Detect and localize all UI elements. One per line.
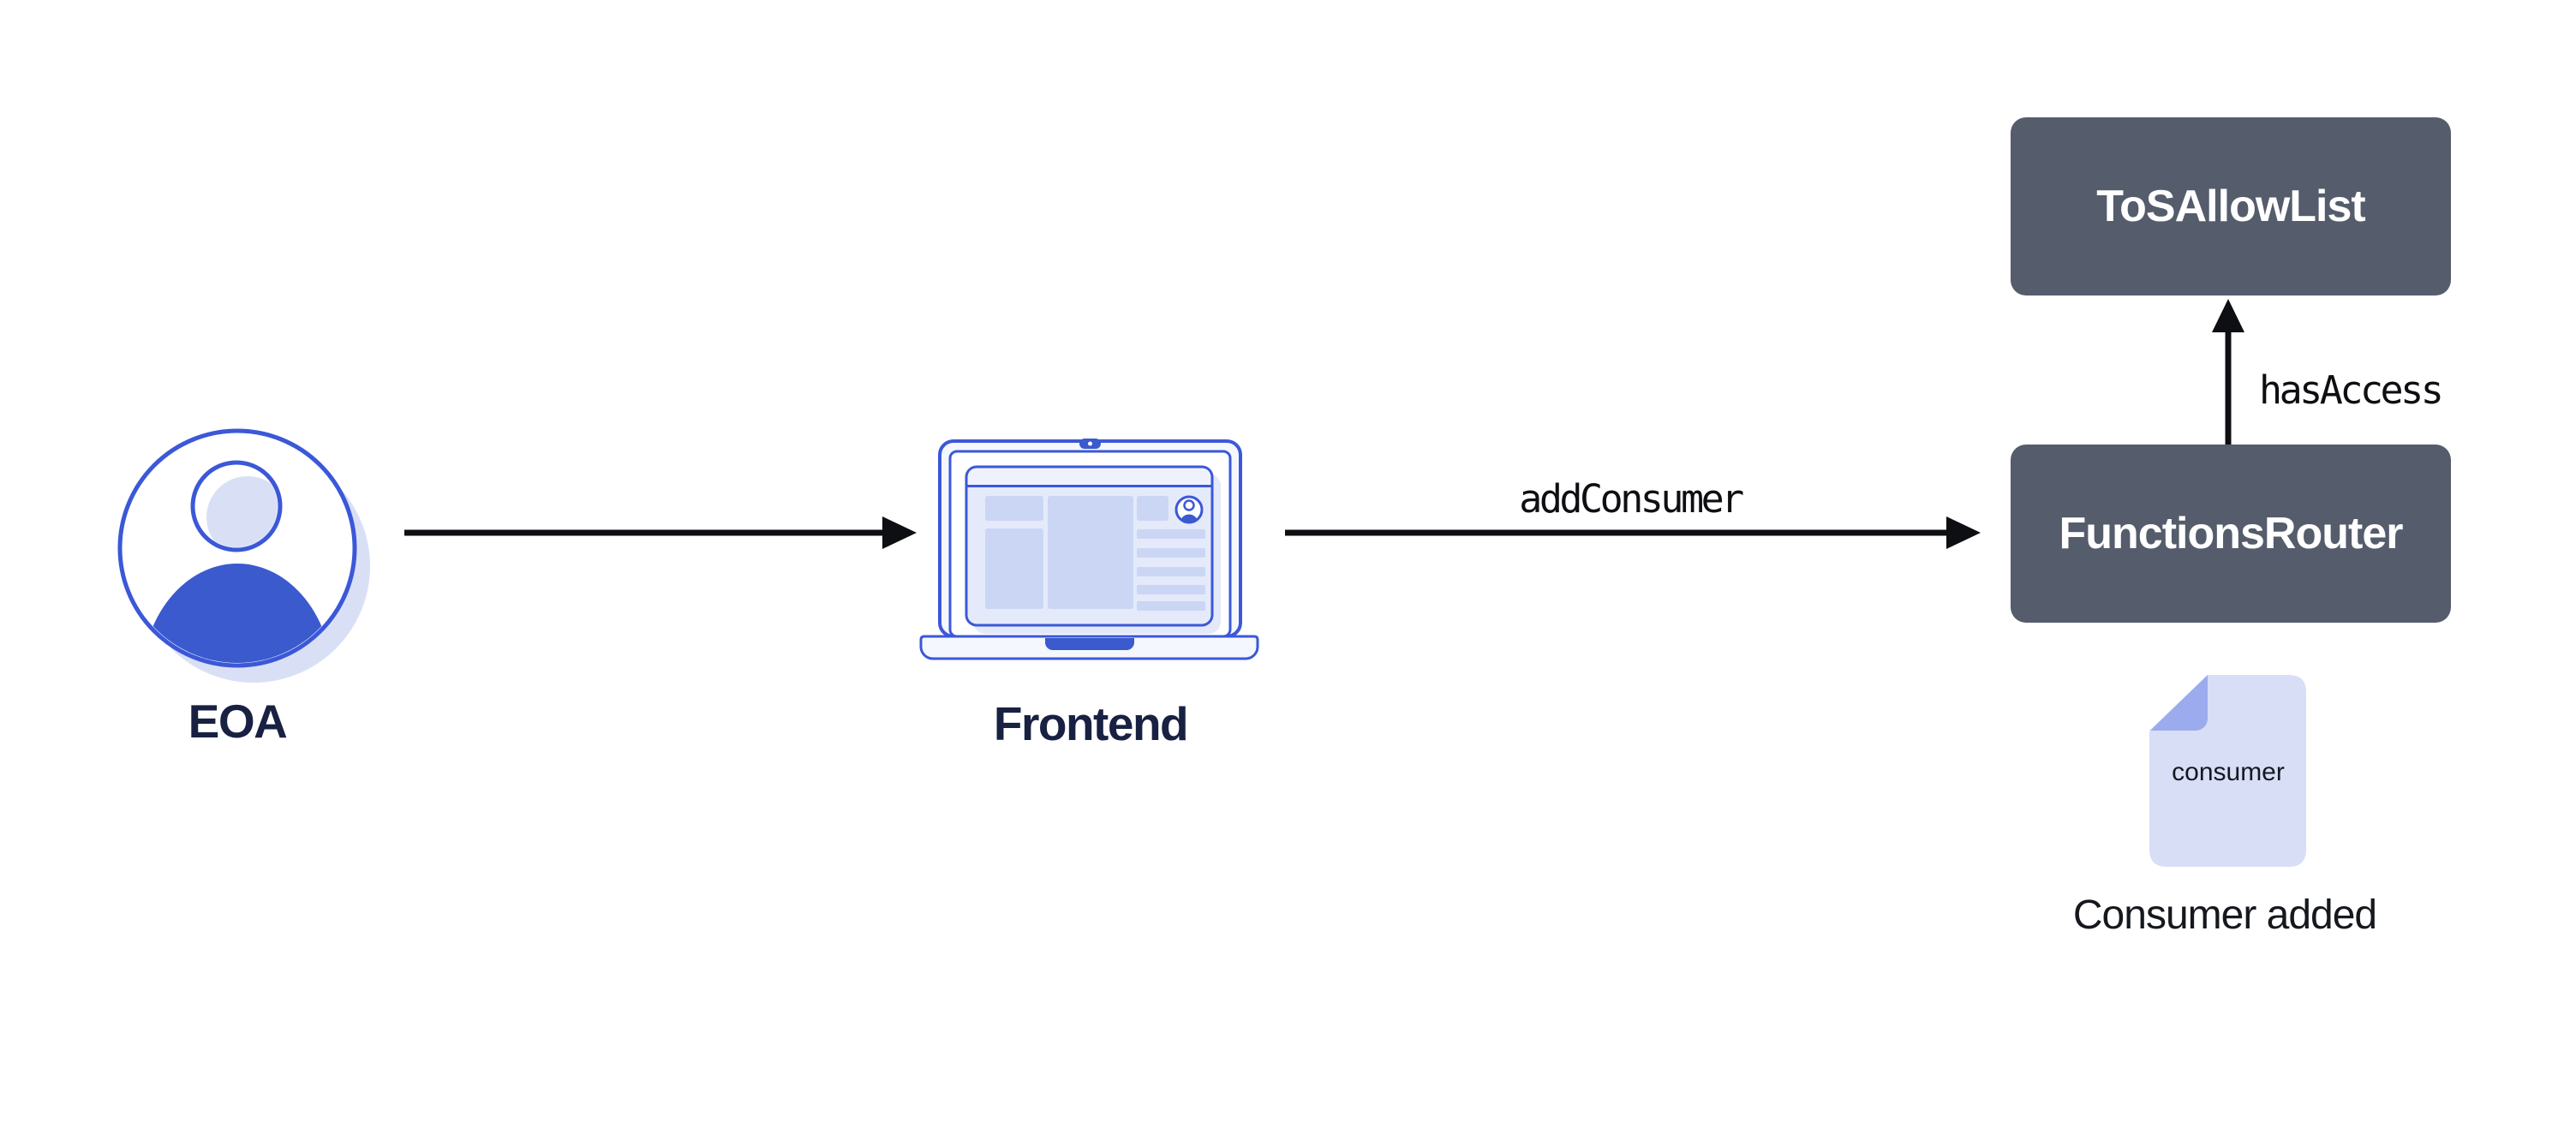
hasaccess-arrow-label: hasAccess (2259, 367, 2444, 413)
skeleton-block (1048, 496, 1133, 609)
skeleton-block (985, 528, 1043, 609)
frontend-label: Frontend (993, 697, 1189, 750)
tos-allow-list-node: ToSAllowList (2011, 117, 2451, 295)
consumer-doc-label: consumer (2172, 758, 2285, 786)
skeleton-line (1137, 601, 1205, 611)
person-head (190, 460, 283, 552)
arrow-eoa-to-frontend (404, 516, 917, 549)
skeleton-line (1137, 585, 1205, 594)
tos-allow-list-label: ToSAllowList (2096, 182, 2365, 231)
laptop-notch (1045, 638, 1134, 650)
skeleton-line (1137, 567, 1205, 576)
document-icon: consumer (2149, 675, 2306, 867)
eoa-label: EOA (188, 695, 288, 748)
node-consumer-doc: consumer Consumer added (2073, 668, 2377, 936)
functions-router-node: FunctionsRouter (2011, 445, 2451, 623)
laptop-icon (919, 439, 1259, 660)
avatar-icon (1174, 495, 1204, 524)
skeleton-block (985, 496, 1043, 521)
skeleton-line (1137, 548, 1205, 558)
arrow-functionsrouter-to-tosallowlist (2212, 299, 2244, 447)
person-body (141, 564, 333, 663)
person-icon (117, 428, 370, 683)
functions-router-label: FunctionsRouter (2059, 509, 2404, 558)
consumer-added-caption: Consumer added (2072, 892, 2377, 938)
skeleton-block (1137, 496, 1168, 521)
addconsumer-arrow-label: addConsumer (1519, 476, 1744, 522)
node-eoa: EOA (92, 409, 383, 745)
document-fold (2150, 675, 2208, 731)
node-frontend: Frontend (911, 431, 1270, 748)
skeleton-line (1137, 529, 1205, 539)
